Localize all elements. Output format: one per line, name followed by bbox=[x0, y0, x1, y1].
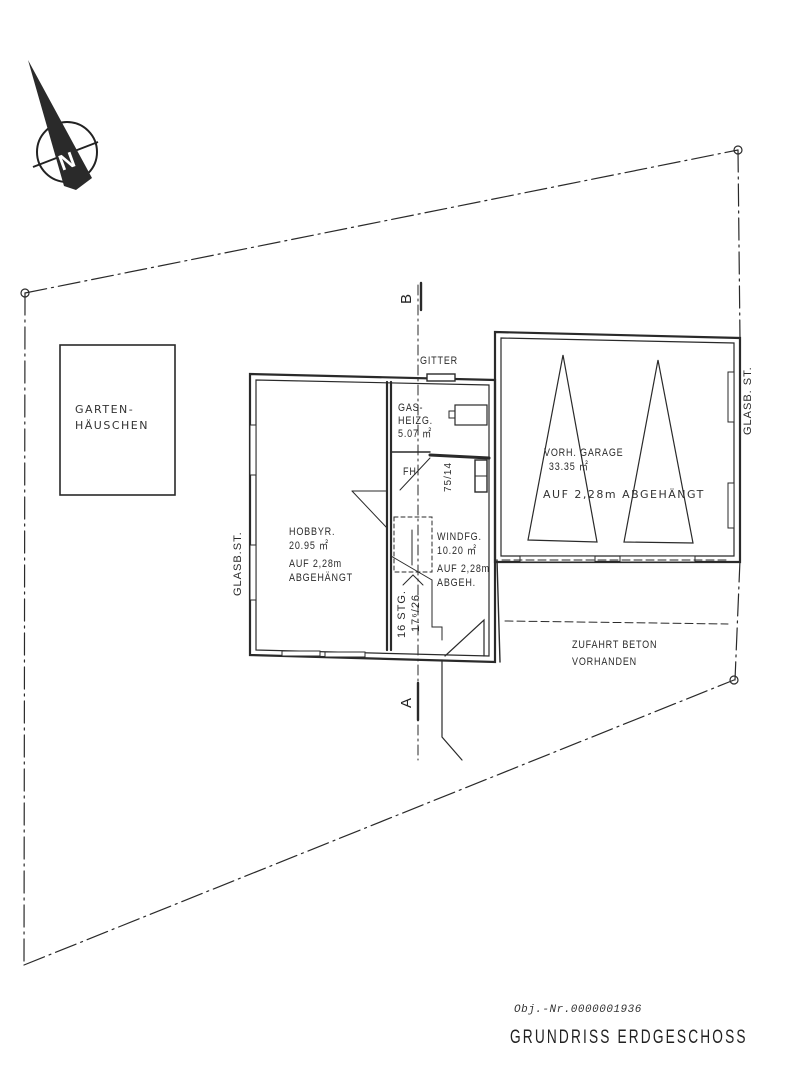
garage-area: 33.35 ㎡ bbox=[548, 461, 589, 473]
grille-label: GITTER bbox=[420, 355, 459, 367]
garage-label: VORH. GARAGE 33.35 ㎡ bbox=[544, 446, 624, 474]
garage-walls bbox=[493, 330, 742, 564]
glass-block-left-label: GLASB.ST. bbox=[232, 531, 244, 596]
hobby-room-ceiling-note: ABGEHÄNGT bbox=[289, 572, 354, 584]
glass-block-right-label: GLASB. ST. bbox=[742, 366, 754, 435]
windfang-area: 10.20 ㎡ bbox=[437, 545, 477, 557]
stair-outline bbox=[393, 516, 433, 573]
hobby-room-name: HOBBYR. bbox=[289, 526, 336, 538]
hobby-room-area: 20.95 ㎡ bbox=[289, 540, 329, 552]
windfang-ceiling-note: ABGEH. bbox=[437, 577, 477, 589]
house-walls bbox=[248, 372, 497, 664]
gas-heating-line2: HEIZG. bbox=[398, 415, 433, 427]
driveway-line2: VORHANDEN bbox=[572, 656, 638, 668]
gas-heating-label: GAS- HEIZG. 5.07 ㎡ bbox=[398, 402, 433, 441]
garden-house-line1: GARTEN- bbox=[75, 403, 135, 416]
windfang-label: WINDFG. 10.20 ㎡ AUF 2,28m ABGEH. bbox=[437, 530, 490, 590]
drawing-title: GRUNDRISS ERDGESCHOSS bbox=[510, 1027, 748, 1048]
windfang-ceiling: AUF 2,28m bbox=[437, 563, 491, 575]
car-symbol-left bbox=[527, 354, 598, 543]
gas-heating-line1: GAS- bbox=[398, 402, 424, 414]
garden-house-label: GARTEN- HÄUSCHEN bbox=[75, 402, 149, 434]
section-marker-a: A bbox=[398, 697, 415, 708]
section-marker-b: B bbox=[398, 293, 415, 304]
hobby-room-ceiling: AUF 2,28m bbox=[289, 558, 343, 570]
boundary-corner-marker bbox=[20, 288, 30, 298]
garden-house-line2: HÄUSCHEN bbox=[75, 419, 149, 432]
stairs-ratio-label: 17⁶/26 bbox=[410, 593, 422, 632]
car-symbol-right bbox=[623, 359, 694, 544]
garage-name: VORH. GARAGE bbox=[544, 447, 624, 459]
driveway-label: ZUFAHRT BETON VORHANDEN bbox=[572, 637, 657, 671]
chimney-fh-label: FH bbox=[403, 466, 417, 478]
garage-ceiling-label: AUF 2,28m ABGEHÄNGT bbox=[543, 488, 705, 501]
grille-symbol bbox=[426, 373, 456, 382]
gas-heating-area: 5.07 ㎡ bbox=[398, 428, 433, 440]
garden-house-outline bbox=[59, 344, 176, 496]
boiler-symbol bbox=[454, 404, 488, 426]
boundary-corner-marker bbox=[729, 675, 739, 685]
object-number: Obj.-Nr.0000001936 bbox=[514, 1004, 642, 1016]
north-arrow-icon: N bbox=[28, 60, 99, 190]
hobby-room-label: HOBBYR. 20.95 ㎡ AUF 2,28m ABGEHÄNGT bbox=[289, 525, 353, 585]
windfang-name: WINDFG. bbox=[437, 531, 482, 543]
driveway-line1: ZUFAHRT BETON bbox=[572, 639, 658, 651]
boundary-corner-marker bbox=[733, 145, 743, 155]
property-boundary bbox=[23, 149, 741, 966]
stairs-steps-label: 16 STG. bbox=[396, 590, 408, 638]
chimney-size-label: 75/14 bbox=[443, 461, 454, 492]
